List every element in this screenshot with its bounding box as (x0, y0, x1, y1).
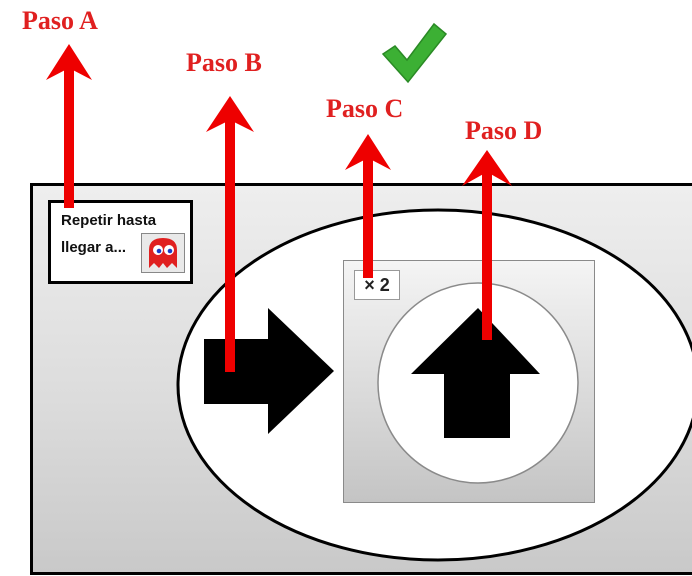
repeat-until-text: Repetir hasta llegar a... (61, 212, 157, 256)
step-c-label: Paso C (326, 94, 404, 123)
ghost-target (141, 233, 185, 273)
repeat-until-block[interactable]: Repetir hasta llegar a... (48, 200, 193, 284)
step-b-label: Paso B (186, 48, 262, 77)
arrow-up-icon-step-a (46, 44, 92, 208)
arrow-up-icon-step-d (462, 150, 512, 340)
arrow-right-icon[interactable] (204, 308, 334, 434)
arrow-up-icon-step-b (206, 96, 254, 372)
arrow-up-icon[interactable] (411, 308, 540, 438)
arrow-up-icon-step-c (345, 134, 391, 278)
ghost-icon (149, 238, 177, 268)
checkmark-icon (381, 22, 448, 84)
step-a-label: Paso A (22, 6, 98, 35)
loop-count-tag[interactable]: × 2 (354, 270, 400, 300)
step-d-label: Paso D (465, 116, 543, 145)
